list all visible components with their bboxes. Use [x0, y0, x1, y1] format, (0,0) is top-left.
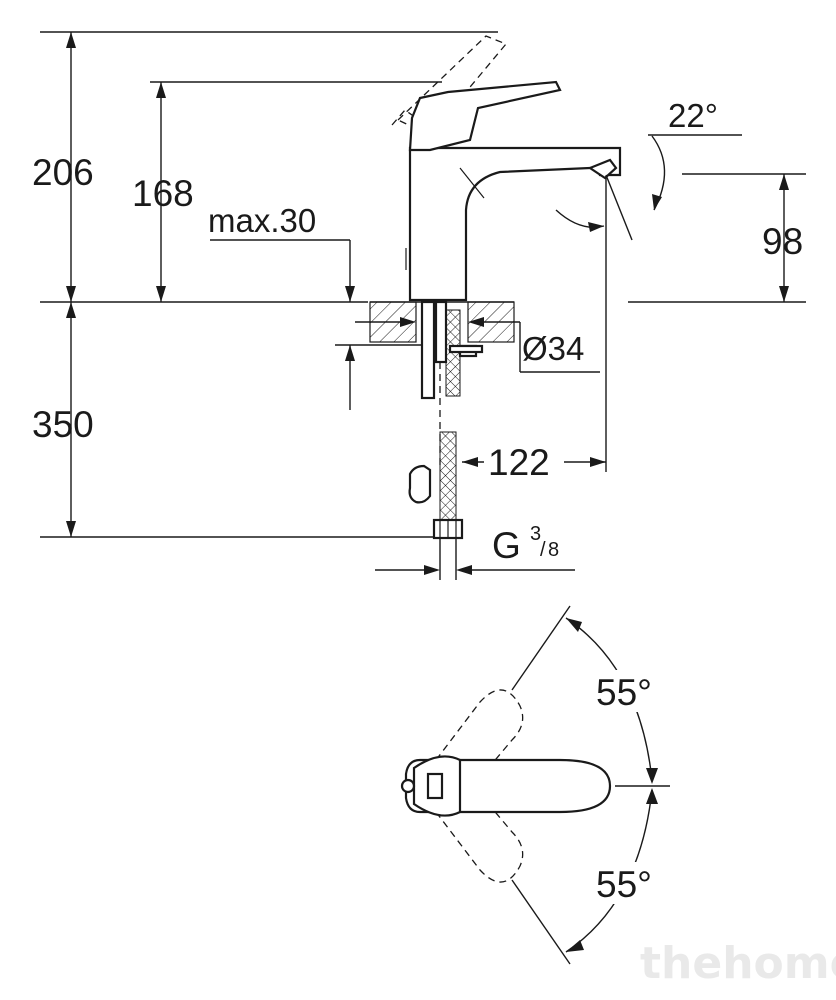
reference-lines: [40, 31, 806, 538]
dim-55-lower-label: 55°: [596, 864, 652, 905]
dim-g-slash: /: [540, 539, 546, 561]
faucet-side-view-icon: [391, 35, 622, 302]
dimension-55deg-upper: 55°: [565, 617, 664, 784]
pop-up-rod-icon: [408, 300, 448, 504]
watermark: thehome: [640, 938, 836, 989]
dimension-98: 98: [762, 174, 803, 302]
dim-max30-label: max.30: [208, 202, 316, 239]
dim-d34-label: Ø34: [522, 330, 584, 367]
dim-350-label: 350: [32, 404, 94, 445]
dimension-206: 206: [32, 32, 94, 302]
dimension-max30: max.30: [208, 202, 440, 410]
faucet-top-view-icon: [400, 605, 670, 965]
braided-hose-icon: [432, 309, 484, 580]
dimension-55deg-lower: 55°: [565, 788, 664, 953]
dimension-g38: G 3 / 8: [375, 523, 575, 575]
dim-g-label: G: [492, 525, 521, 566]
dim-55-upper-label: 55°: [596, 672, 652, 713]
dim-206-label: 206: [32, 152, 94, 193]
dim-g-denominator: 8: [548, 539, 559, 561]
dim-122-label: 122: [488, 442, 550, 483]
dim-22deg-label: 22°: [668, 97, 718, 134]
dimension-d34: Ø34: [355, 317, 600, 373]
dimension-122: 122: [462, 176, 607, 483]
dimension-350: 350: [32, 302, 94, 537]
dimension-168: 168: [132, 82, 194, 302]
dim-98-label: 98: [762, 221, 803, 262]
dim-g-numerator: 3: [530, 523, 541, 545]
dim-168-label: 168: [132, 173, 194, 214]
dimension-22deg: 22°: [555, 97, 718, 241]
